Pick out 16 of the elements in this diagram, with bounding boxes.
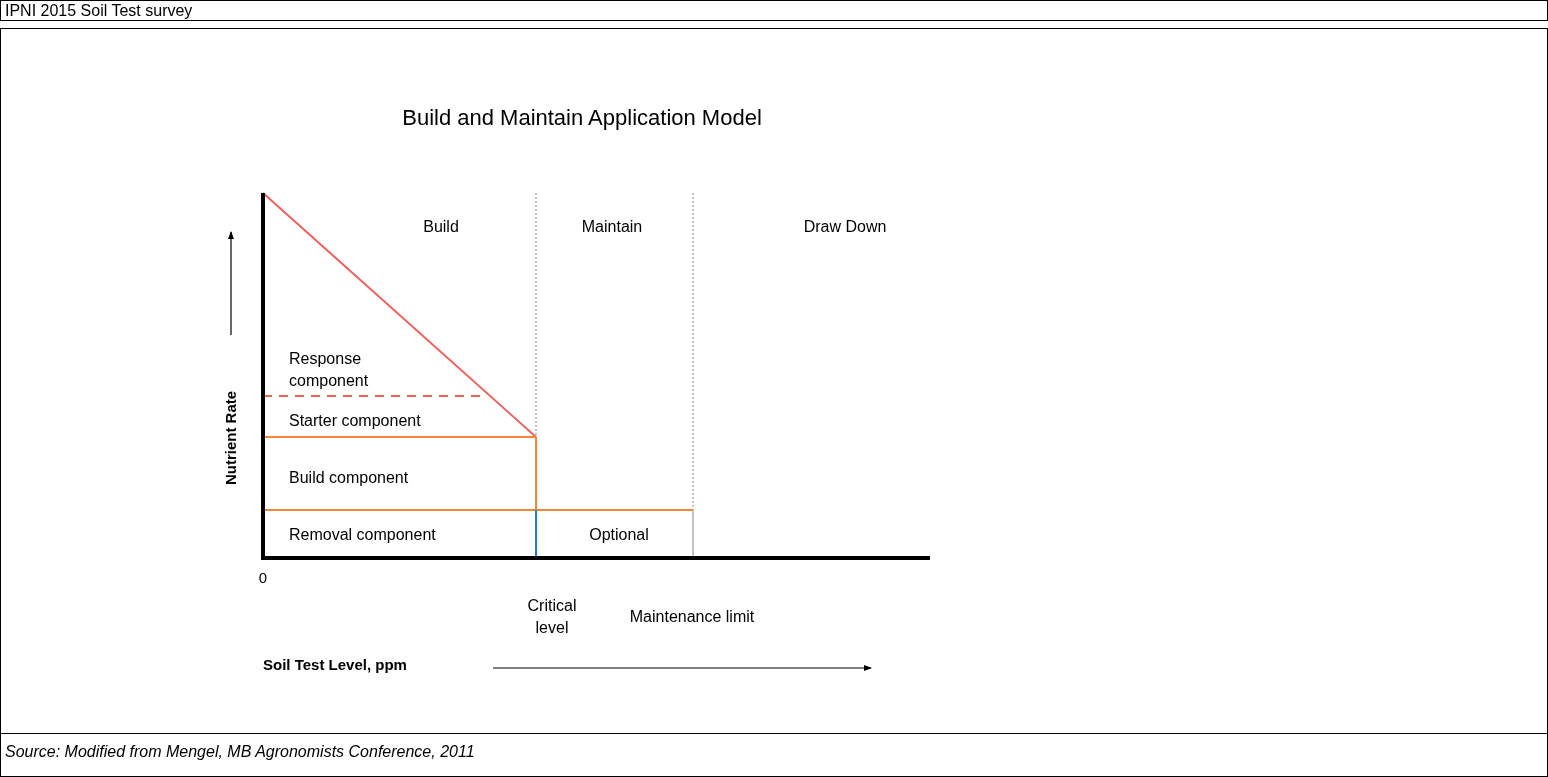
region-label: Starter component xyxy=(289,411,421,431)
axis-tick-label: 0 xyxy=(258,567,268,588)
region-label: Response component xyxy=(289,349,370,391)
threshold-label: Critical level xyxy=(526,596,578,638)
region-label: Build component xyxy=(289,468,409,488)
threshold-label: Maintenance limit xyxy=(628,607,756,627)
axis-label: Nutrient Rate xyxy=(220,390,240,486)
header-bar: IPNI 2015 Soil Test survey xyxy=(0,0,1548,21)
region-label: Removal component xyxy=(289,525,436,545)
region-label: Optional xyxy=(589,525,649,545)
chart-title: Build and Maintain Application Model xyxy=(402,103,762,132)
zone-label: Build xyxy=(423,217,459,237)
source-note: Source: Modified from Mengel, MB Agronomists Conference, 2011 xyxy=(0,733,1548,777)
zone-label: Maintain xyxy=(581,217,643,237)
zone-label: Draw Down xyxy=(803,217,887,237)
axis-label: Soil Test Level, ppm xyxy=(263,654,407,675)
